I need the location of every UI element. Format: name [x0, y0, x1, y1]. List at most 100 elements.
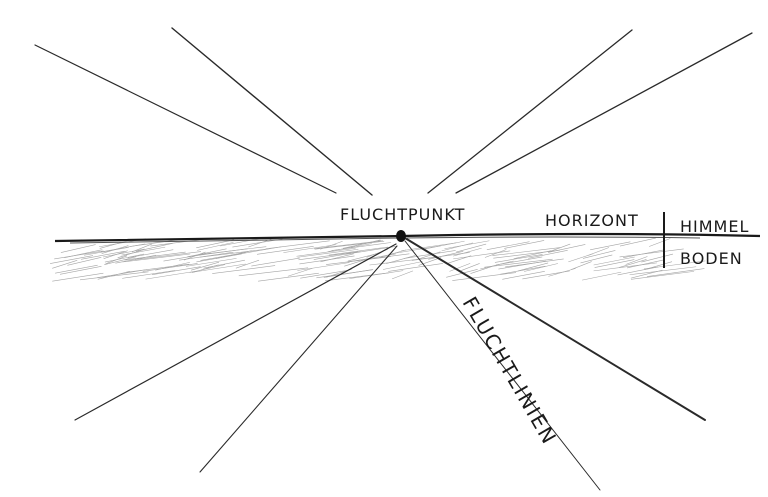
- hatch-stroke: [196, 239, 234, 249]
- hatch-stroke: [625, 256, 648, 265]
- hatch-stroke: [55, 264, 98, 274]
- hatch-stroke: [505, 258, 564, 268]
- vanishing-line-lower-left-1: [74, 243, 397, 421]
- vanishing-point: [396, 230, 406, 242]
- hatch-stroke: [492, 247, 561, 256]
- hatch-stroke: [103, 250, 128, 259]
- hatch-stroke: [428, 251, 464, 260]
- hatch-stroke: [548, 243, 571, 253]
- hatch-stroke: [126, 263, 189, 273]
- hatch-stroke: [127, 249, 174, 259]
- hatch-stroke: [212, 265, 276, 274]
- hatch-stroke: [404, 250, 456, 259]
- hatch-stroke: [401, 242, 457, 252]
- hatch-stroke: [528, 249, 568, 259]
- vanishing-line-upper-right-2: [455, 32, 753, 194]
- hatch-stroke: [105, 255, 128, 265]
- hatch-stroke: [199, 248, 266, 258]
- hatch-stroke: [500, 265, 546, 275]
- hatch-stroke: [517, 262, 549, 272]
- hatch-stroke: [524, 263, 558, 272]
- hatch-stroke: [571, 261, 592, 270]
- hatch-stroke: [582, 271, 622, 281]
- hatch-stroke: [619, 237, 656, 247]
- hatch-stroke: [50, 255, 94, 264]
- hatch-stroke: [484, 249, 507, 258]
- hatch-stroke: [298, 251, 359, 261]
- hatch-stroke: [629, 266, 697, 276]
- hatch-stroke: [453, 250, 511, 260]
- hatch-stroke: [391, 270, 414, 280]
- hatch-stroke: [52, 272, 104, 282]
- hatch-stroke: [486, 241, 530, 251]
- hatch-stroke: [283, 244, 337, 253]
- hatch-stroke: [52, 260, 78, 269]
- vanishing-line-lower-left-2: [199, 245, 398, 473]
- hatch-stroke: [441, 242, 473, 252]
- hatch-stroke: [449, 263, 471, 272]
- hatch-stroke: [470, 265, 495, 274]
- hatch-stroke: [238, 267, 309, 277]
- vanishing-point-label: FLUCHTPUNKT: [340, 205, 465, 224]
- hatch-stroke: [235, 246, 282, 256]
- hatch-stroke: [504, 240, 545, 249]
- hatch-stroke: [347, 252, 380, 262]
- hatch-stroke: [84, 246, 129, 256]
- hatch-stroke: [580, 254, 613, 264]
- hatch-stroke: [458, 263, 480, 272]
- hatch-stroke: [484, 258, 553, 268]
- hatch-stroke: [320, 253, 354, 263]
- hatch-stroke: [617, 266, 659, 276]
- hatch-stroke: [382, 261, 423, 270]
- hatch-stroke: [187, 248, 227, 258]
- hatch-stroke: [582, 250, 616, 259]
- hatch-stroke: [190, 261, 220, 271]
- sky-label: HIMMEL: [680, 217, 749, 236]
- hatch-stroke: [327, 243, 372, 252]
- hatch-stroke: [316, 269, 373, 279]
- hatch-stroke: [299, 255, 355, 265]
- hatch-stroke: [104, 253, 144, 263]
- vanishing-line-upper-right-1: [427, 29, 633, 194]
- vanishing-lines: [34, 27, 753, 491]
- hatch-stroke: [183, 251, 206, 261]
- hatch-stroke: [124, 251, 186, 261]
- vanishing-line-upper-left-2: [171, 27, 373, 196]
- hatch-stroke: [502, 270, 545, 280]
- hatch-stroke: [444, 240, 490, 250]
- hatch-stroke: [59, 266, 102, 275]
- hatch-stroke: [297, 248, 359, 258]
- hatch-stroke: [593, 256, 635, 266]
- hatch-stroke: [134, 251, 202, 260]
- hatch-stroke: [102, 248, 145, 258]
- hatch-stroke: [235, 259, 260, 269]
- hatch-stroke: [594, 259, 635, 268]
- hatch-stroke: [80, 271, 149, 281]
- hatch-stroke: [345, 245, 397, 255]
- hatch-stroke: [325, 272, 390, 282]
- hatch-stroke: [142, 263, 198, 272]
- hatch-stroke: [568, 253, 593, 263]
- hatch-stroke: [326, 256, 391, 265]
- hatch-stroke: [121, 246, 166, 256]
- vanishing-line-upper-left-1: [34, 44, 337, 194]
- horizon-label: HORIZONT: [545, 211, 639, 230]
- hatch-stroke: [256, 246, 314, 255]
- hatch-stroke: [626, 259, 664, 269]
- hatch-stroke: [151, 266, 201, 275]
- hatch-stroke: [314, 240, 383, 250]
- hatch-stroke: [630, 271, 695, 280]
- ground-hatching: [50, 237, 706, 282]
- hatch-stroke: [60, 244, 96, 253]
- hatch-stroke: [388, 263, 443, 272]
- hatch-stroke: [198, 246, 267, 255]
- hatch-stroke: [641, 253, 674, 263]
- hatch-stroke: [452, 272, 517, 281]
- hatch-stroke: [145, 270, 197, 280]
- hatch-stroke: [494, 254, 543, 263]
- hatch-stroke: [287, 267, 313, 277]
- hatch-stroke: [548, 244, 586, 253]
- hatch-stroke: [185, 258, 237, 267]
- hatch-stroke: [80, 250, 125, 260]
- hatch-stroke: [644, 261, 673, 271]
